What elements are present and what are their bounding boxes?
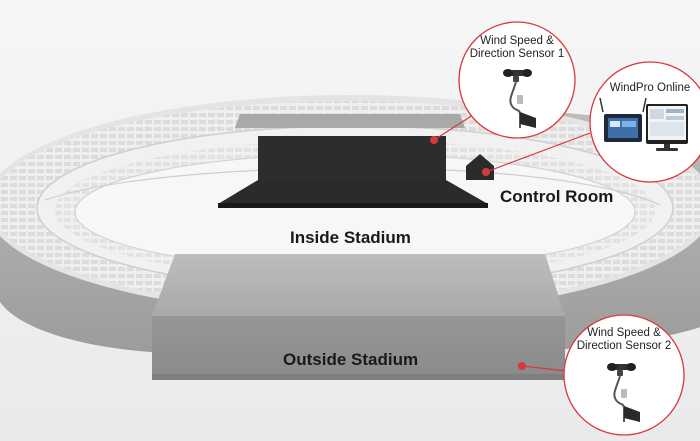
sensor2-callout <box>563 314 685 436</box>
sensor2-line2: Direction Sensor 2 <box>576 340 672 352</box>
sensor1-callout <box>458 21 576 139</box>
sensor1-callout-text: Wind Speed & Direction Sensor 1 <box>467 35 567 61</box>
windpro-callout <box>589 61 700 183</box>
sensor2-callout-text: Wind Speed & Direction Sensor 2 <box>574 327 674 353</box>
anemometer-icon <box>503 69 536 128</box>
control-room-dot <box>482 168 490 176</box>
monitor-icon <box>599 97 688 151</box>
control-room-label: Control Room <box>500 187 614 206</box>
inside-stadium-label: Inside Stadium <box>290 228 411 247</box>
roof-slab <box>235 114 465 128</box>
sensor2-location-dot <box>518 362 526 370</box>
main-stand-building <box>218 136 488 208</box>
anemometer-icon <box>607 363 640 422</box>
outside-stadium-label: Outside Stadium <box>283 350 419 369</box>
sensor2-line1: Wind Speed & <box>587 327 661 339</box>
windpro-title: WindPro Online <box>609 82 691 94</box>
outside-stadium-block <box>152 254 565 380</box>
sensor1-location-dot <box>430 136 438 144</box>
sensor1-line1: Wind Speed & <box>480 35 554 47</box>
sensor1-line2: Direction Sensor 1 <box>469 48 565 60</box>
